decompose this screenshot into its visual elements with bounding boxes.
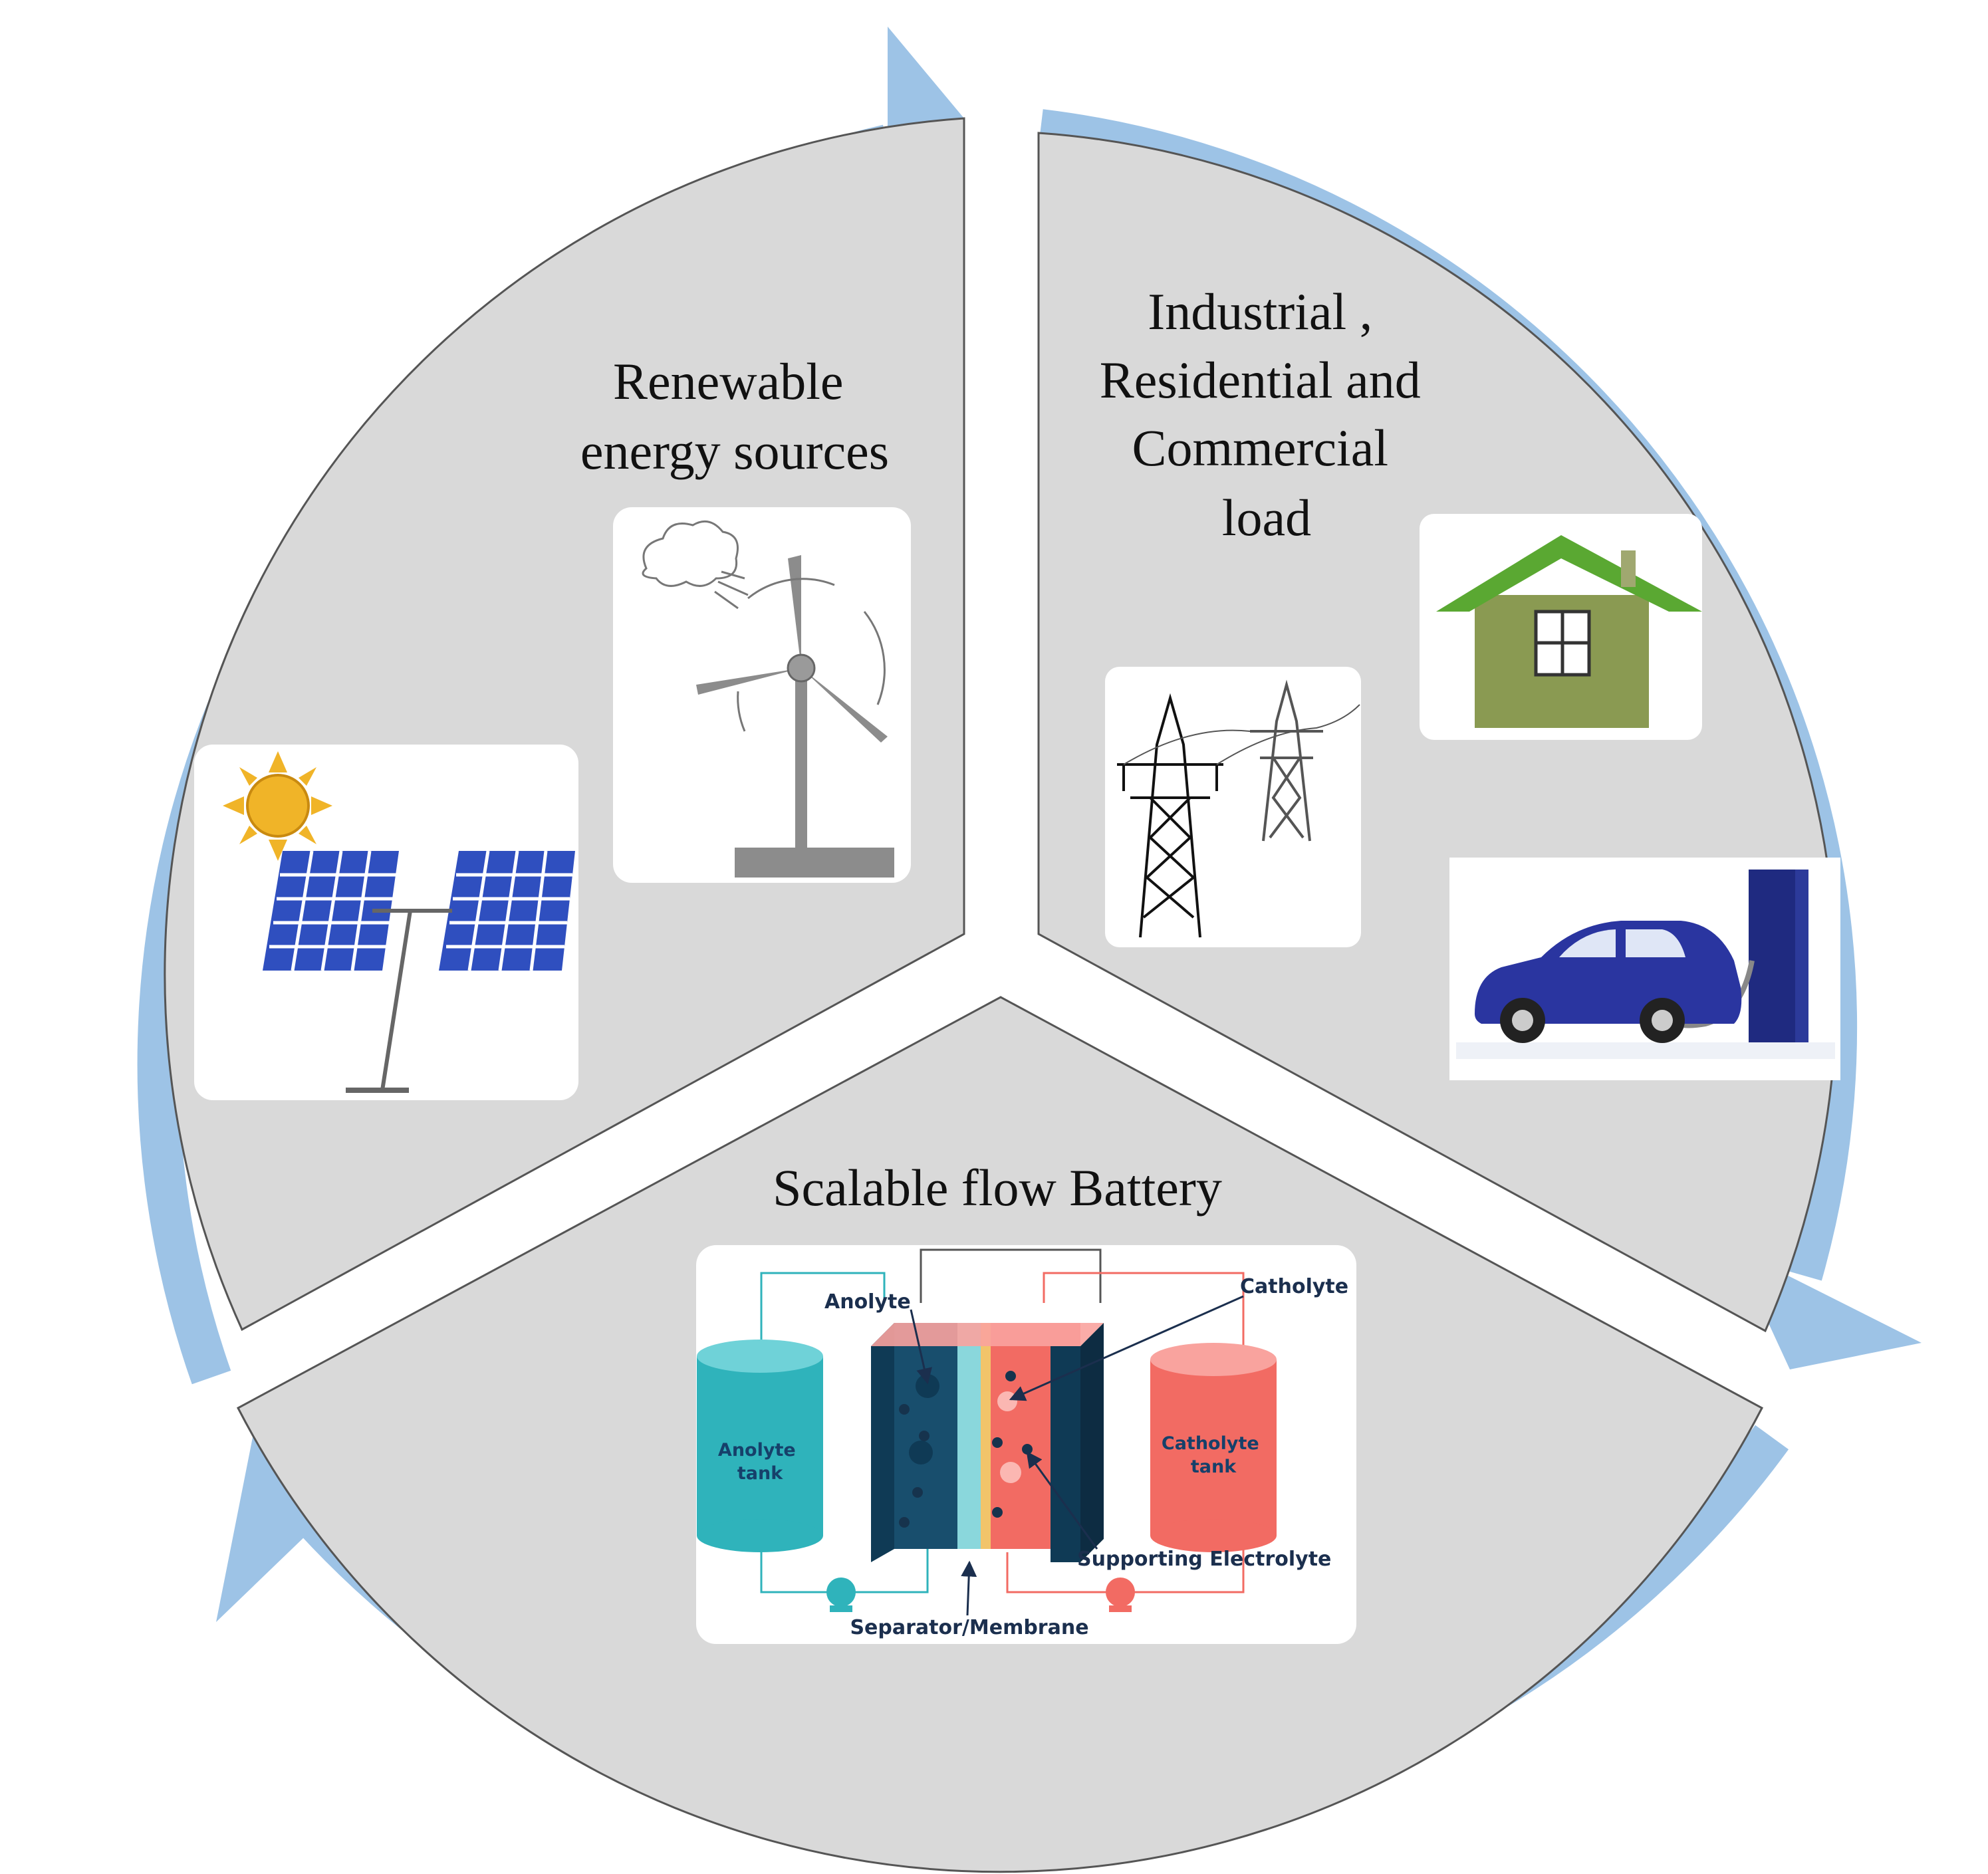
cloud-icon (642, 520, 749, 610)
charging-station-icon (1663, 870, 1808, 1042)
catholyte-tank-label: Catholyte tank (1162, 1433, 1265, 1477)
electric-car-card (1449, 858, 1840, 1080)
anolyte-tank-label: Anolyte tank (718, 1440, 802, 1484)
house-icon (1436, 535, 1702, 728)
flow-battery-card: Anolyte tank Catholyte tank (696, 1245, 1356, 1644)
catholyte-label: Catholyte (1240, 1275, 1348, 1298)
electric-car-icon (1475, 921, 1742, 1043)
battery-title: Scalable flow Battery (773, 1159, 1222, 1217)
catholyte-tank (1150, 1343, 1277, 1552)
anolyte-pump (826, 1578, 856, 1612)
sun-icon (223, 751, 332, 861)
renewable-title: Renewable energy sources (580, 352, 889, 480)
catholyte-pump (1106, 1578, 1135, 1612)
supporting-electrolyte-label: Supporting Electrolyte (1077, 1548, 1331, 1571)
house-card (1420, 514, 1702, 740)
load-title: Industrial , Residential and Commercial … (1100, 283, 1434, 546)
solar-panel-icon (263, 850, 575, 1093)
solar-panel-card (194, 745, 578, 1100)
power-tower-card (1105, 667, 1361, 947)
anolyte-tank (697, 1340, 823, 1552)
power-tower-icon (1117, 679, 1360, 938)
wind-turbine-card (613, 507, 911, 883)
separator-label: Separator/Membrane (850, 1616, 1088, 1639)
flow-battery-schematic: Anolyte tank Catholyte tank (697, 1248, 1348, 1639)
wind-turbine-icon (696, 555, 894, 878)
anolyte-label: Anolyte (824, 1290, 911, 1314)
